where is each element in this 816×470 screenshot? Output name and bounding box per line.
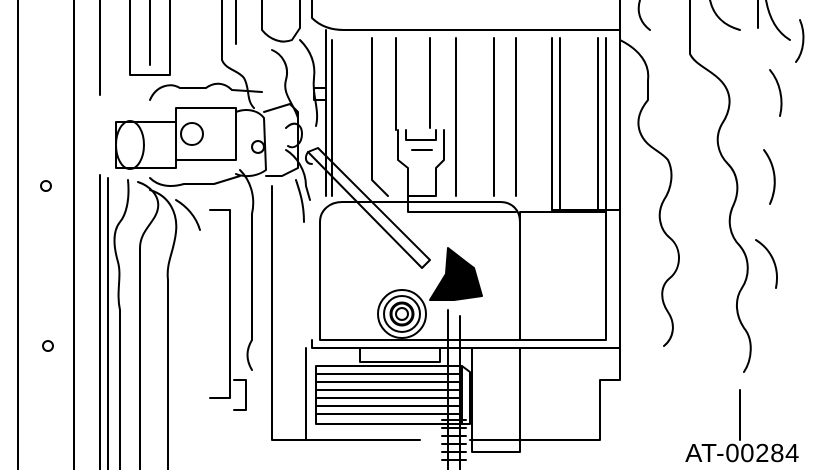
transmission-case xyxy=(311,0,621,345)
drain-plug xyxy=(377,289,427,339)
mount-hole-icon xyxy=(40,180,52,192)
arrow-icon xyxy=(429,247,483,301)
mount-hole-icon xyxy=(42,340,54,352)
threaded-tube xyxy=(441,309,521,470)
right-housing xyxy=(619,0,805,441)
front-grille xyxy=(315,365,471,425)
figure-reference-code: AT-00284 xyxy=(685,438,800,468)
left-housing-panel xyxy=(17,0,178,470)
lower-left-bracket xyxy=(175,169,307,441)
pointer-rod xyxy=(304,147,431,269)
shift-linkage xyxy=(115,82,303,187)
oil-pan xyxy=(305,201,621,441)
indicator-arrow xyxy=(429,247,483,301)
